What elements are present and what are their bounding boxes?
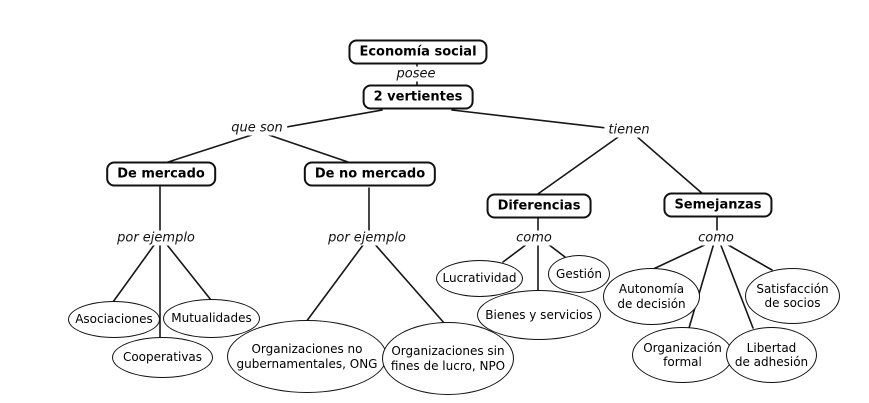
link-label-posee: posee <box>392 66 440 82</box>
example-mutualidades: Mutualidades <box>163 299 260 338</box>
concept-2-vertientes: 2 vertientes <box>362 84 474 110</box>
example-organizacion-formal: Organización formal <box>632 327 733 383</box>
example-satisfaccion-socios: Satisfacción de socios <box>745 268 840 324</box>
connector-line <box>265 133 349 163</box>
connector-line <box>634 134 705 196</box>
example-gestion: Gestión <box>548 255 610 293</box>
connector-line <box>112 240 158 303</box>
example-lucratividad: Lucratividad <box>436 260 523 297</box>
connector-line <box>164 132 259 164</box>
connector-line <box>688 242 715 329</box>
example-libertad-adhesion: Libertad de adhesión <box>726 327 817 383</box>
connector-line <box>648 241 712 272</box>
example-ong: Organizaciones no gubernamentales, ONG <box>227 320 387 393</box>
concept-diferencias: Diferencias <box>486 193 592 219</box>
concept-semejanzas: Semejanzas <box>663 192 773 218</box>
link-label-por-ejemplo-right: por ejemplo <box>324 230 410 246</box>
concept-de-mercado: De mercado <box>106 161 216 187</box>
example-asociaciones: Asociaciones <box>68 301 160 338</box>
example-bienes-y-servicios: Bienes y servicios <box>477 290 601 340</box>
link-label-como-diferencias: como <box>512 230 556 246</box>
connector-line <box>534 134 622 197</box>
example-autonomia-decision: Autonomía de decisión <box>603 268 700 325</box>
concept-de-no-mercado: De no mercado <box>303 161 437 187</box>
concept-economia-social: Economía social <box>348 39 488 65</box>
example-npo: Organizaciones sin fines de lucro, NPO <box>382 322 514 395</box>
connector-line <box>305 240 367 323</box>
link-label-por-ejemplo-left: por ejemplo <box>113 230 199 246</box>
connector-line <box>722 241 773 271</box>
connector-line <box>371 240 446 325</box>
link-label-tienen: tienen <box>604 122 654 138</box>
connector-line <box>451 109 616 130</box>
example-cooperativas: Cooperativas <box>112 337 213 378</box>
link-label-como-semejanzas: como <box>694 230 738 246</box>
connector-line <box>719 242 754 329</box>
link-label-que-son: que son <box>227 120 287 136</box>
connector-line <box>163 240 212 301</box>
